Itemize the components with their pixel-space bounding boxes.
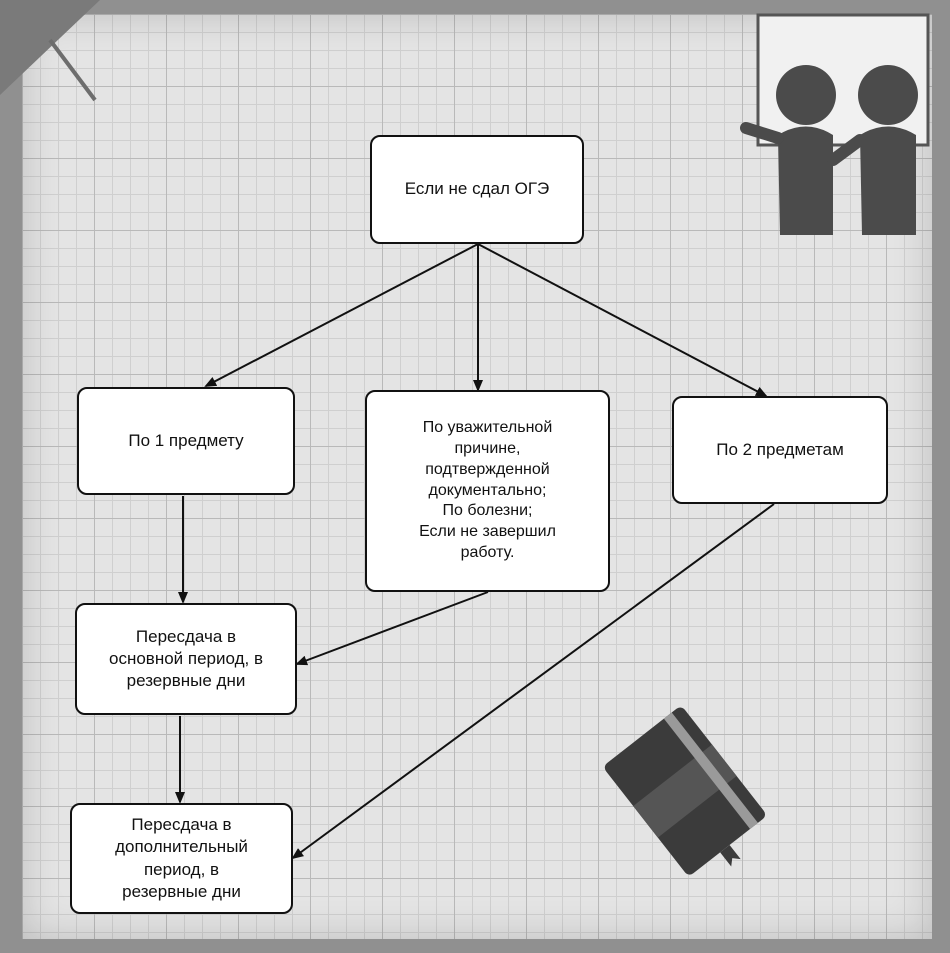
node-root: Если не сдал ОГЭ [370, 135, 584, 244]
node-two-subjects: По 2 предметам [672, 396, 888, 504]
people-meeting-icon [740, 13, 930, 235]
edge-valid-reason-to-main-period [295, 591, 489, 666]
paper-corner-icon [0, 0, 100, 102]
node-valid-reason: По уважительной причине, подтвержденной … [365, 390, 610, 592]
edge-two-subjects-to-extra-period [291, 503, 775, 860]
node-main-period: Пересдача в основной период, в резервные… [75, 603, 297, 715]
node-extra-period: Пересдача в дополнительный период, в рез… [70, 803, 293, 914]
node-one-subject: По 1 предмету [77, 387, 295, 495]
edge-root-to-one-subject [204, 243, 479, 387]
notebook-icon [604, 707, 765, 875]
edge-root-to-two-subjects [477, 243, 768, 397]
